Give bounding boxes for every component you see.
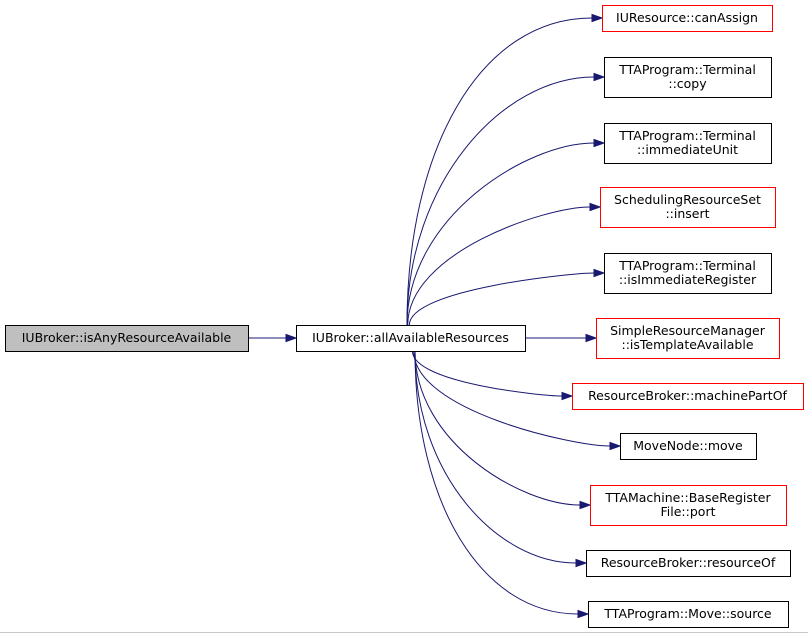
node-box xyxy=(596,318,780,359)
node-label-line: ResourceBroker::resourceOf xyxy=(601,555,776,570)
edge-line xyxy=(407,206,591,326)
node-box xyxy=(604,253,772,294)
node-box xyxy=(604,123,772,164)
node-label-line: SchedulingResourceSet xyxy=(614,192,761,207)
node-move-source[interactable]: TTAProgram::Move::source xyxy=(588,601,789,628)
edge-arrowhead xyxy=(561,391,574,401)
edge-center-to-terminal-is-imm-reg xyxy=(408,268,606,326)
node-label-line: TTAProgram::Terminal xyxy=(618,128,756,143)
node-rb-resource-of[interactable]: ResourceBroker::resourceOf xyxy=(586,550,791,577)
node-srm-is-template[interactable]: SimpleResourceManager::isTemplateAvailab… xyxy=(596,318,780,359)
node-box xyxy=(5,325,249,352)
edge-line xyxy=(406,142,595,326)
edge-arrowhead xyxy=(579,500,592,510)
node-srs-insert[interactable]: SchedulingResourceSet::insert xyxy=(600,187,776,228)
node-label-line: TTAProgram::Move::source xyxy=(603,606,772,621)
edge-line xyxy=(406,76,595,326)
node-label-line: ::copy xyxy=(668,76,707,91)
edge-arrowhead xyxy=(593,72,606,82)
node-label-line: ResourceBroker::machinePartOf xyxy=(588,388,787,403)
edge-line xyxy=(414,350,579,615)
edge-arrowhead xyxy=(575,558,588,568)
node-label-line: SimpleResourceManager xyxy=(610,323,766,338)
node-label-line: TTAProgram::Terminal xyxy=(618,62,756,77)
node-label-line: TTAProgram::Terminal xyxy=(618,258,756,273)
edge-arrowhead xyxy=(285,333,298,343)
edge-center-to-terminal-immediate-unit xyxy=(406,138,606,326)
node-terminal-is-imm-reg[interactable]: TTAProgram::Terminal::isImmediateRegiste… xyxy=(604,253,772,294)
edge-line xyxy=(413,350,611,447)
node-rb-machine-part-of[interactable]: ResourceBroker::machinePartOf xyxy=(572,383,804,410)
edge-arrowhead xyxy=(593,138,606,148)
edge-center-to-rb-resource-of xyxy=(414,350,588,568)
edge-line xyxy=(406,17,593,326)
node-box xyxy=(602,5,773,32)
node-label-line: ::isImmediateRegister xyxy=(619,272,757,287)
bottom-divider xyxy=(0,632,808,633)
node-label-line: File::port xyxy=(661,504,716,519)
node-label-line: IUBroker::isAnyResourceAvailable xyxy=(22,330,232,345)
edge-center-to-srs-insert xyxy=(407,202,602,326)
node-label-line: ::insert xyxy=(665,206,709,221)
node-box xyxy=(604,57,772,98)
node-label-line: ::isTemplateAvailable xyxy=(621,337,753,352)
node-center[interactable]: IUBroker::allAvailableResources xyxy=(296,325,526,352)
node-terminal-copy[interactable]: TTAProgram::Terminal::copy xyxy=(604,57,772,98)
node-box xyxy=(600,187,776,228)
node-root[interactable]: IUBroker::isAnyResourceAvailable xyxy=(5,325,249,352)
edge-arrowhead xyxy=(593,268,606,278)
edge-arrowhead xyxy=(609,441,622,451)
node-label-line: ::immediateUnit xyxy=(637,142,738,157)
edge-line xyxy=(414,350,577,564)
edge-center-to-rb-machine-part-of xyxy=(411,350,574,401)
edge-center-to-srm-is-template xyxy=(525,333,598,343)
edge-center-to-brf-port xyxy=(414,350,592,510)
node-terminal-immediate-unit[interactable]: TTAProgram::Terminal::immediateUnit xyxy=(604,123,772,164)
edge-center-to-movenode-move xyxy=(413,350,622,451)
edge-arrowhead xyxy=(589,202,602,212)
node-label-line: MoveNode::move xyxy=(633,438,743,453)
node-movenode-move[interactable]: MoveNode::move xyxy=(620,433,757,460)
node-box xyxy=(620,433,757,460)
node-box xyxy=(590,485,787,526)
edge-arrowhead xyxy=(585,333,598,343)
node-label-line: TTAMachine::BaseRegister xyxy=(604,490,771,505)
edges xyxy=(248,13,622,619)
node-label-line: IUResource::canAssign xyxy=(616,10,758,25)
edge-center-to-terminal-copy xyxy=(406,72,606,326)
edge-arrowhead xyxy=(591,13,604,23)
node-can-assign[interactable]: IUResource::canAssign xyxy=(602,5,773,32)
node-box xyxy=(588,601,789,628)
node-box xyxy=(586,550,791,577)
node-box xyxy=(572,383,804,410)
node-box xyxy=(296,325,526,352)
edge-center-to-can-assign xyxy=(406,13,604,326)
edge-line xyxy=(414,350,581,506)
nodes: IUBroker::isAnyResourceAvailable IUBroker… xyxy=(5,5,804,628)
edge-line xyxy=(411,350,563,397)
node-label-line: IUBroker::allAvailableResources xyxy=(312,330,509,345)
edge-center-to-move-source xyxy=(414,350,590,619)
edge-line xyxy=(408,272,595,326)
edge-root-to-center xyxy=(248,333,298,343)
edge-arrowhead xyxy=(577,609,590,619)
